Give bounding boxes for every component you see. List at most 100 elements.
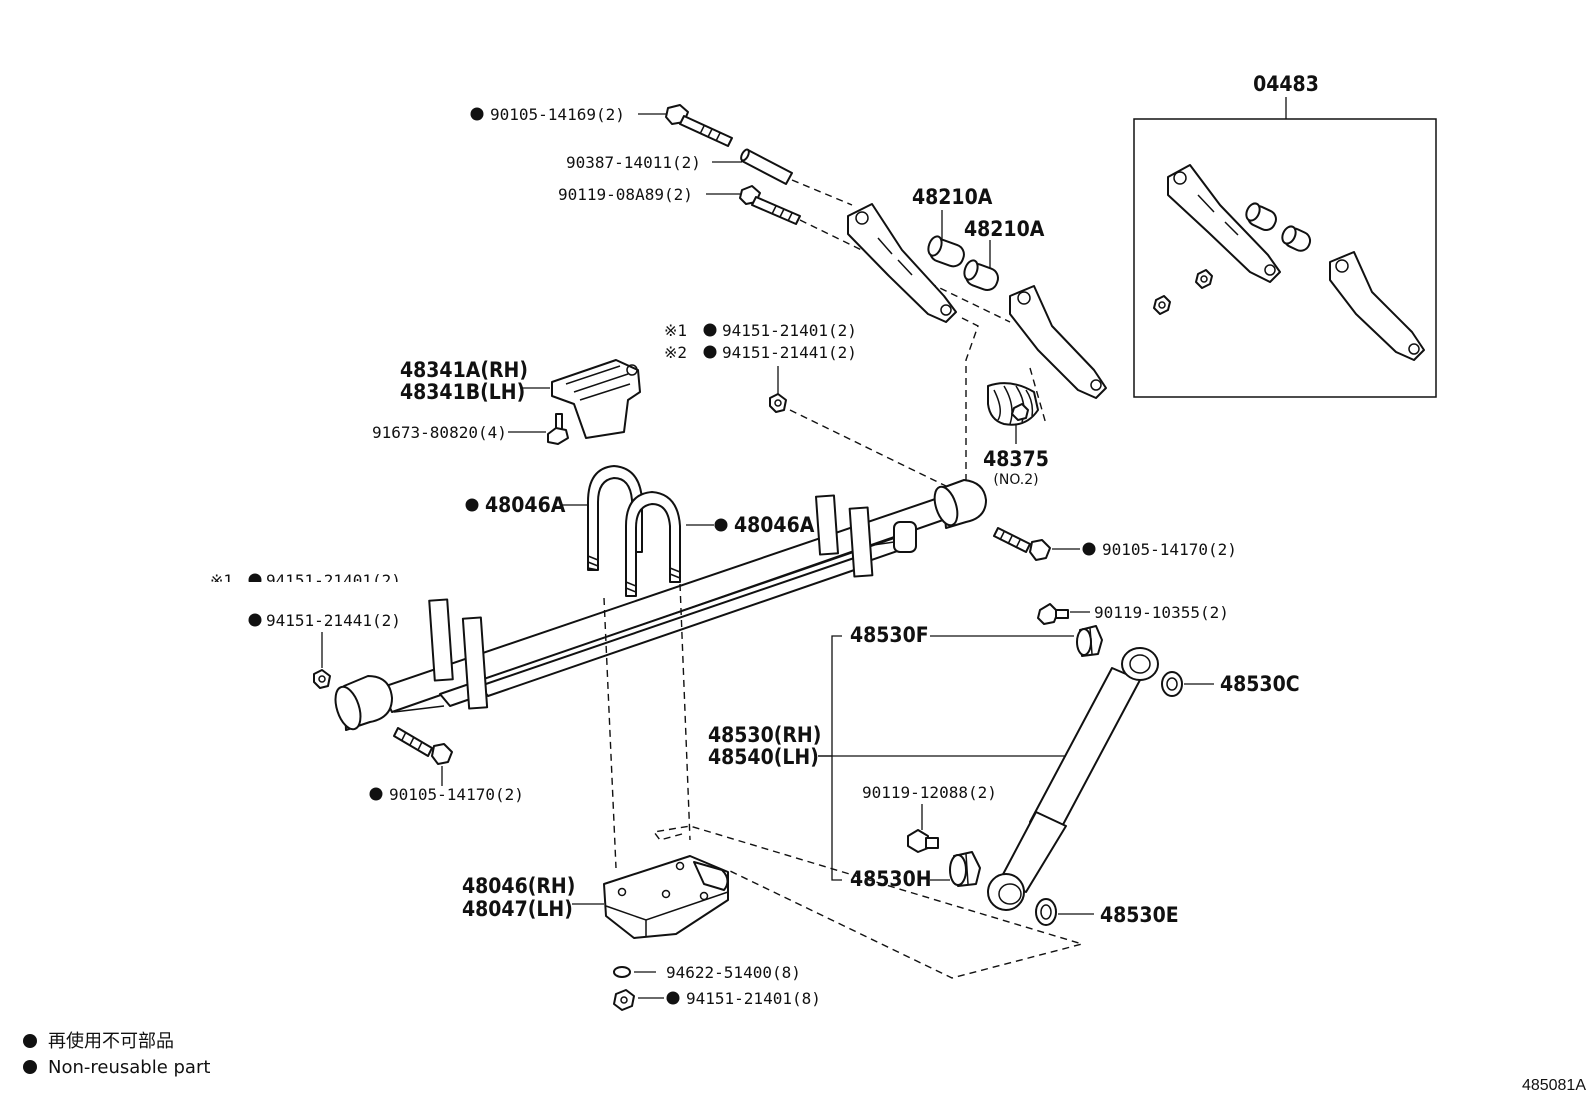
kit-box	[1133, 118, 1437, 398]
bolt-90119-10355: 90119-10355(2)	[1037, 603, 1229, 625]
bolt-shank-icon	[993, 527, 1031, 553]
shock-upper-body-icon	[1029, 667, 1141, 835]
label-48341B: 48341B(LH)	[400, 380, 525, 404]
spring-seat-48046: 48046(RH) 48047(LH)	[462, 855, 729, 939]
kit-nut-icon	[1153, 269, 1213, 315]
bushing-48530F-icon	[1076, 625, 1103, 657]
bolt-head-icon	[1029, 539, 1051, 561]
shock-upper-eye-icon	[1121, 647, 1159, 681]
label-48530C: 48530C	[1220, 672, 1300, 696]
u-bolt-2-icon	[625, 491, 681, 597]
bump-stopper-48375: 48375 (NO.2)	[983, 382, 1049, 488]
label-91673-80820: 91673-80820(4)	[372, 423, 507, 442]
spring-clip-icon	[848, 506, 874, 578]
nut-icon	[313, 669, 331, 689]
spring-clamp-icon	[893, 521, 917, 553]
bump-stopper-icon	[987, 382, 1039, 426]
label-90105-14170-rear: 90105-14170(2)	[1102, 540, 1237, 559]
spring-clip-icon	[461, 616, 489, 710]
washer-icon	[613, 966, 631, 978]
bumper-bracket-icon	[551, 359, 641, 439]
u-bolt-48046A: 48046A 48046A	[465, 465, 815, 597]
label-48375-no2: (NO.2)	[993, 472, 1038, 488]
label-48046A-2: 48046A	[734, 513, 815, 537]
shock-lower-body-icon	[999, 811, 1067, 893]
label-48046A-1: 48046A	[485, 493, 566, 517]
spring-eye-rear-icon	[933, 479, 987, 529]
label-48047-LH: 48047(LH)	[462, 897, 573, 921]
label-48540-LH: 48540(LH)	[708, 745, 819, 769]
mark-1: ※1	[664, 321, 687, 340]
shock-absorber-48530: 90119-10355(2) 48530F 48530C 48530(RH) 4…	[708, 603, 1300, 927]
bolt-head-icon	[1037, 603, 1059, 625]
non-reusable-dot-icon	[666, 991, 680, 1005]
label-48530E: 48530E	[1100, 903, 1179, 927]
bolt-90119-12088-icon	[907, 829, 939, 853]
bolt-90105-14170-front: 90105-14170(2)	[369, 727, 524, 804]
mark-2: ※2	[664, 343, 687, 362]
label-94622-51400: 94622-51400(8)	[666, 963, 801, 982]
label-48210A-1: 48210A	[912, 185, 993, 209]
label-90105-14169: 90105-14169(2)	[490, 105, 625, 124]
collar-pipe-icon	[741, 149, 793, 185]
shackle-plate-icon	[847, 203, 957, 323]
non-reusable-dot-icon	[465, 498, 479, 512]
shackle-48210A: 48210A 48210A	[847, 185, 1107, 399]
non-reusable-dot-icon	[23, 1060, 37, 1074]
label-48530-RH: 48530(RH)	[708, 723, 821, 747]
legend-jp: 再使用不可部品	[48, 1031, 174, 1052]
label-48341A: 48341A(RH)	[400, 358, 528, 382]
spring-clip-icon	[814, 494, 840, 556]
legend-en: Non-reusable part	[48, 1057, 210, 1078]
label-90119-12088: 90119-12088(2)	[862, 783, 997, 802]
non-reusable-dot-icon	[714, 518, 728, 532]
nut-94151-21401-bottom: 94151-21401(8)	[613, 989, 821, 1011]
label-48375: 48375	[983, 447, 1049, 471]
shackle-plate-2-icon	[1009, 285, 1107, 399]
nut-icon	[613, 989, 635, 1011]
figure-reference: 485081A	[1522, 1077, 1586, 1094]
nut-group-left: ※1 94151-21401(2) 94151-21441(2)	[200, 571, 430, 689]
label-48210A-2: 48210A	[964, 217, 1045, 241]
collar-90387-14011: 90387-14011(2)	[566, 148, 793, 185]
bolt-90105-14169: 90105-14169(2)	[470, 104, 733, 147]
non-reusable-dot-icon	[703, 345, 717, 359]
bolt-head-icon	[431, 743, 453, 765]
non-reusable-dot-icon	[23, 1034, 37, 1048]
non-reusable-dot-icon	[248, 613, 262, 627]
non-reusable-dot-icon	[1082, 542, 1096, 556]
shock-lower-eye-icon	[987, 873, 1025, 911]
label-04483: 04483	[1253, 72, 1319, 96]
label-94151-21441-left: 94151-21441(2)	[266, 611, 401, 630]
nut-icon	[769, 393, 787, 413]
non-reusable-dot-icon	[470, 107, 484, 121]
label-94151-21441-top: 94151-21441(2)	[722, 343, 857, 362]
spring-clip-icon	[428, 598, 454, 682]
bushing-48530H-icon	[949, 851, 981, 887]
bolt-90119-08A89: 90119-08A89(2)	[558, 185, 801, 225]
clip-mask	[200, 582, 430, 596]
label-90105-14170-front: 90105-14170(2)	[389, 785, 524, 804]
washer-48530E-icon	[1035, 898, 1057, 926]
non-reusable-dot-icon	[369, 787, 383, 801]
label-94151-21401-bottom: 94151-21401(8)	[686, 989, 821, 1008]
spring-bumper-48341: 48341A(RH) 48341B(LH) 91673-80820(4)	[372, 358, 641, 445]
label-90119-10355: 90119-10355(2)	[1094, 603, 1229, 622]
spring-eye-front-icon	[334, 675, 393, 731]
bolt-90105-14170-rear: 90105-14170(2)	[993, 527, 1237, 561]
kit-bushing-icon	[1245, 202, 1312, 252]
bolt-shank-icon	[679, 115, 733, 147]
nut-group-top: ※1 94151-21401(2) ※2 94151-21441(2)	[664, 321, 951, 489]
bushing-48210A-icon	[927, 235, 999, 291]
bolt-shank-icon	[751, 196, 801, 225]
washer-94622-51400: 94622-51400(8)	[613, 963, 801, 982]
label-90119-08A89: 90119-08A89(2)	[558, 185, 693, 204]
kit-shackle-plate-icon	[1167, 164, 1281, 283]
washer-48530C-icon	[1161, 671, 1183, 697]
label-94151-21401-top: 94151-21401(2)	[722, 321, 857, 340]
label-48046-RH: 48046(RH)	[462, 874, 575, 898]
kit-04483: 04483	[1133, 72, 1437, 398]
non-reusable-dot-icon	[703, 323, 717, 337]
kit-shackle-plate-2-icon	[1329, 251, 1425, 361]
